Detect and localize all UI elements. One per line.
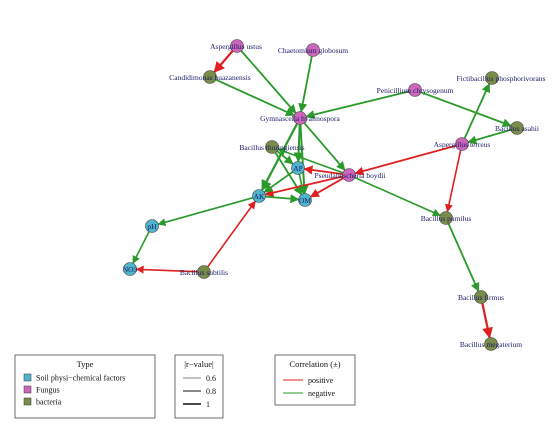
nodes-layer — [123, 39, 524, 351]
edge-aspergillus_ustus-candidimonas — [213, 50, 234, 73]
node-label-fictibacillus: Fictibacillus phosphorivorans — [457, 74, 546, 83]
node-label-om: OM — [299, 196, 311, 205]
node-bacillus_megaterium[interactable] — [484, 337, 498, 351]
node-label-candidimonas: Candidimonas huazanensis — [169, 73, 251, 82]
node-label-ph: pH — [147, 222, 157, 231]
node-aspergillus_ustus[interactable] — [230, 39, 244, 53]
legend-r-frame — [174, 354, 224, 419]
edge-ak-om — [265, 194, 300, 204]
node-bacillus_asahii[interactable] — [510, 121, 524, 135]
node-label-aspergillus_ustus: Aspergillus ustus — [210, 42, 262, 51]
legend-r-value: |r−value| 0.6 0.8 1 — [174, 354, 224, 419]
edge-ap-om — [298, 174, 306, 195]
node-label-aspergillus_terreus: Aspergillus terreus — [434, 140, 491, 149]
edge-ph-no3 — [132, 231, 150, 264]
node-label-ak: AK — [254, 192, 265, 201]
edge-aspergillus_terreus-fictibacillus — [463, 83, 491, 139]
node-chaetomium_globosum[interactable] — [306, 43, 320, 57]
legend-positive-label: positive — [308, 376, 334, 385]
edge-pseudallescheria-om — [309, 177, 344, 198]
node-fictibacillus[interactable] — [485, 71, 499, 85]
node-label-bacillus_asahii: Bacillus asahii — [495, 124, 539, 133]
legend-negative-label: negative — [308, 389, 336, 398]
node-bacillus_thuringiensis[interactable] — [265, 140, 279, 154]
node-gymnascella[interactable] — [293, 111, 307, 125]
node-label-bacillus_thuringiensis: Bacillus thuringiensis — [239, 143, 304, 152]
edge-bacillus_asahii-aspergillus_terreus — [467, 128, 512, 145]
legend-type-frame — [14, 354, 156, 419]
edge-bacillus_subtilis-no3 — [135, 265, 198, 274]
node-pseudallescheria[interactable] — [342, 168, 356, 182]
node-label-no3: NO3 — [123, 265, 138, 274]
node-candidimonas[interactable] — [203, 70, 217, 84]
legend-corr-frame — [274, 354, 356, 406]
node-label-bacillus_firmus: Bacillus firmus — [458, 293, 504, 302]
node-label-ap: AP — [293, 164, 303, 173]
node-bacillus_pumilus[interactable] — [439, 211, 453, 225]
edge-pseudallescheria-ak — [264, 175, 343, 198]
edge-ap-ak — [263, 171, 294, 193]
edge-gymnascella-pseudallescheria — [303, 122, 346, 171]
labels-layer: Aspergillus ustus Chaetomium globosumCand… — [123, 42, 546, 349]
legend-fungus-label: Fungus — [36, 386, 60, 395]
node-label-pseudallescheria: Pseudallescheria boydii — [314, 171, 385, 180]
node-penicillium[interactable] — [408, 83, 422, 97]
edge-aspergillus_terreus-bacillus_pumilus — [445, 150, 462, 213]
legend-soil-label: Soil physi−chemical factors — [36, 374, 125, 383]
edge-pseudallescheria-ap — [303, 165, 343, 175]
edge-bacillus_pumilus-bacillus_firmus — [447, 223, 480, 292]
legend-correlation: Correlation (±) positive negative — [274, 354, 356, 406]
legend-soil-swatch — [23, 373, 32, 382]
edge-gymnascella-ak — [261, 123, 298, 192]
node-ak[interactable] — [252, 189, 266, 203]
node-label-penicillium: Penicillium chrysogenum — [377, 86, 454, 95]
edge-gymnascella-ap — [293, 124, 304, 163]
edge-gymnascella-om — [299, 124, 310, 195]
legend-r-label-1: 0.8 — [206, 387, 216, 396]
legend-bacteria-swatch — [23, 397, 32, 406]
edge-ak-ph — [157, 197, 253, 227]
node-bacillus_subtilis[interactable] — [197, 265, 211, 279]
edge-candidimonas-gymnascella — [215, 78, 295, 117]
legend-corr-title: Correlation (±) — [289, 359, 340, 369]
node-ph[interactable] — [145, 219, 159, 233]
node-label-chaetomium_globosum: Chaetomium globosum — [278, 46, 348, 55]
node-bacillus_firmus[interactable] — [474, 290, 488, 304]
legend-fungus-swatch — [23, 385, 32, 394]
edge-aspergillus_terreus-pseudallescheria — [354, 144, 456, 176]
legend-type-title: Type — [77, 359, 94, 369]
legend-bacteria-label: bacteria — [36, 398, 62, 407]
node-label-gymnascella: Gymnascella hyalinospora — [260, 114, 340, 123]
node-label-bacillus_pumilus: Bacillus pumilus — [421, 214, 472, 223]
edge-bacillus_subtilis-ak — [207, 200, 256, 268]
node-no3[interactable] — [123, 262, 137, 276]
node-aspergillus_terreus[interactable] — [455, 137, 469, 151]
edges-layer — [132, 50, 512, 339]
node-label-bacillus_megaterium: Bacillus megaterium — [460, 340, 522, 349]
legend-r-label-2: 1 — [206, 400, 210, 409]
edge-pseudallescheria-bacillus_pumilus — [354, 176, 441, 217]
legend-r-title: |r−value| — [184, 359, 214, 369]
edge-chaetomium_globosum-gymnascella — [298, 56, 313, 113]
edge-bacillus_firmus-bacillus_megaterium — [481, 303, 493, 339]
edge-penicillium-gymnascella — [305, 90, 409, 119]
node-om[interactable] — [298, 193, 312, 207]
edge-aspergillus_ustus-gymnascella — [240, 50, 297, 114]
edge-pseudallescheria-bacillus_thuringiensis — [277, 147, 344, 174]
legend-r-label-0: 0.6 — [206, 374, 216, 383]
edge-penicillium-bacillus_asahii — [420, 91, 512, 128]
node-ap[interactable] — [291, 161, 305, 175]
legend-type: Type Soil physi−chemical factors Fungus … — [14, 354, 156, 419]
node-label-bacillus_subtilis: Bacillus subtilis — [180, 268, 228, 277]
